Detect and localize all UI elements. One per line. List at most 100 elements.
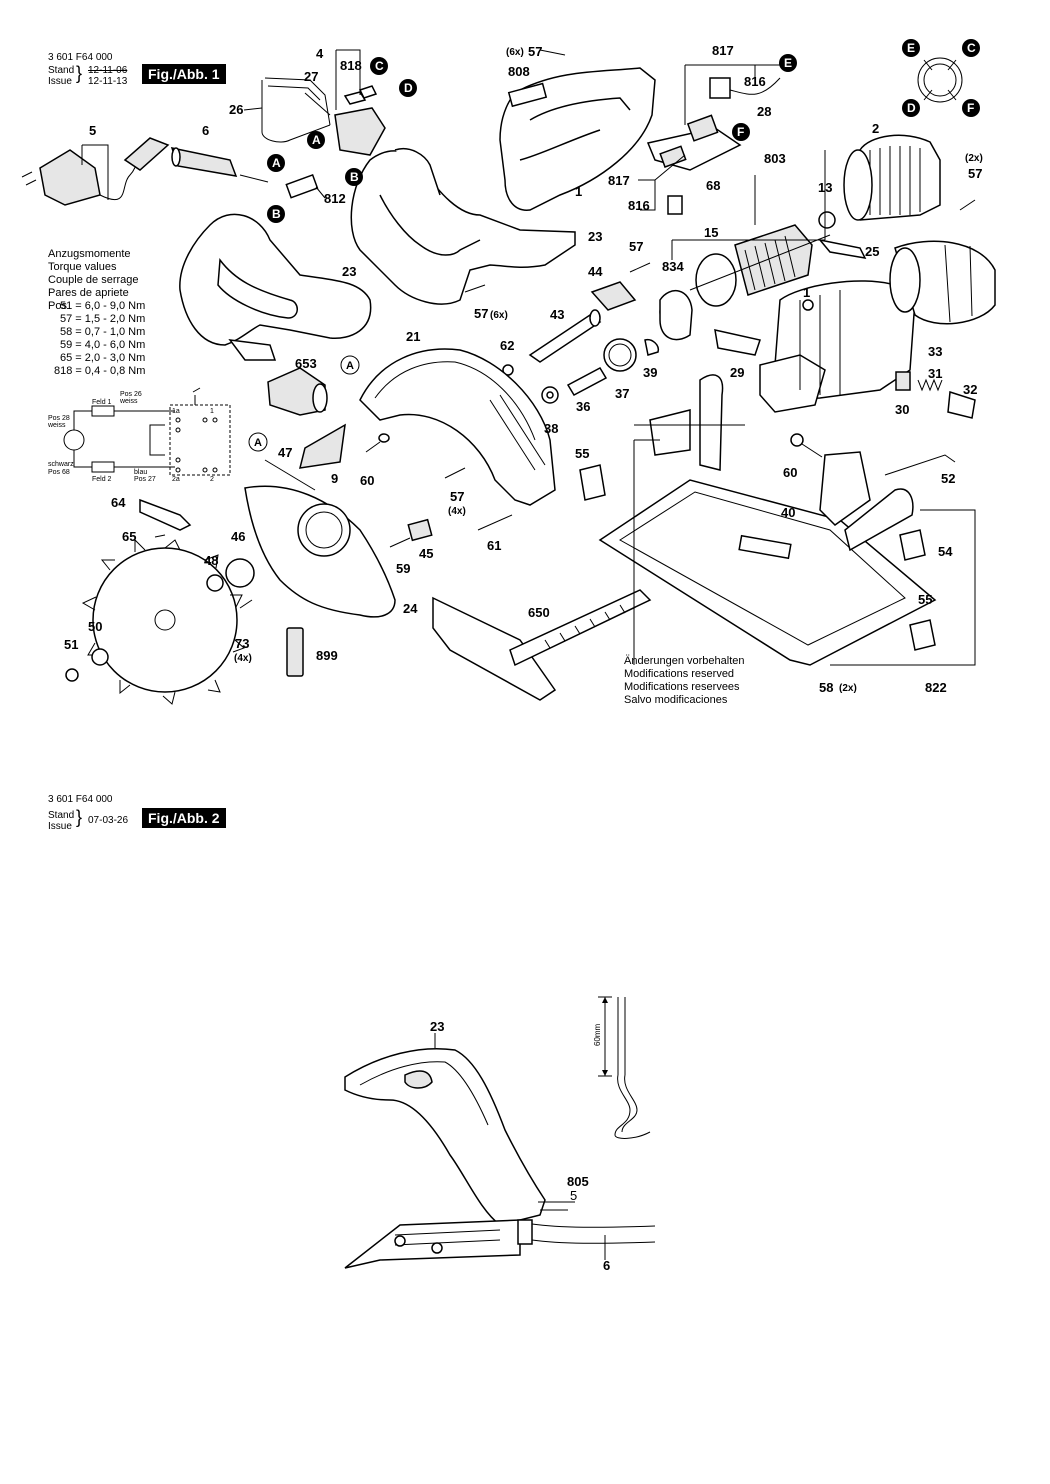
fig2-cable-bend-detail: [598, 996, 651, 1139]
fig2-handle-detail: [344, 1033, 656, 1269]
callout-816: 816: [628, 198, 650, 213]
torque-value: 818 = 0,4 - 0,8 Nm: [54, 365, 146, 377]
screw: [365, 433, 390, 453]
callout-817: 817: [608, 173, 630, 188]
brace-fig2: }: [76, 807, 83, 827]
wiring-feld1: Feld 1: [92, 399, 112, 406]
torque-line: Torque values: [48, 261, 117, 273]
cord-sleeve: [170, 147, 238, 177]
wiring-feld2: Feld 2: [92, 476, 112, 483]
callout-57: 57: [528, 44, 542, 59]
modifications-line: Modifications reservees: [624, 681, 740, 693]
callout-60: 60: [360, 473, 374, 488]
base-plate: [598, 479, 937, 666]
callout-25: 25: [865, 244, 879, 259]
marker-b: B: [350, 170, 359, 184]
callout-31: 31: [928, 366, 942, 381]
callout-57: 57: [474, 306, 488, 321]
torque-value: 65 = 2,0 - 3,0 Nm: [60, 352, 146, 364]
marker-a: A: [312, 133, 321, 147]
brush-ring: [917, 57, 963, 103]
marker-a: A: [272, 156, 281, 170]
callout-64: 64: [111, 495, 126, 510]
callout-qty-6x: (6x): [490, 310, 508, 321]
motor-cap: [889, 240, 996, 325]
label-plate: [298, 423, 346, 469]
callout-650: 650: [528, 605, 550, 620]
marker-f: F: [967, 101, 974, 115]
handle-left: [179, 213, 372, 361]
callout-4: 4: [316, 46, 324, 61]
callout-39: 39: [643, 365, 657, 380]
modifications-line: Modifications reserved: [624, 668, 735, 680]
wiring-t1a: 1a: [172, 408, 180, 415]
callout-qty-4x: (4x): [448, 506, 466, 517]
callout-28: 28: [757, 104, 771, 119]
callout-37: 37: [615, 386, 629, 401]
callout-24: 24: [403, 601, 418, 616]
callout-817: 817: [712, 43, 734, 58]
callout-qty-4x: (4x): [234, 653, 252, 664]
marker-f: F: [737, 125, 744, 139]
callout-50: 50: [88, 619, 102, 634]
callout-15: 15: [704, 225, 718, 240]
fig2-callout-23: 23: [430, 1019, 444, 1034]
marker-a-outline: A: [254, 437, 262, 449]
callout-61: 61: [487, 538, 501, 553]
issue-date: 12-11-13: [88, 76, 128, 87]
callout-13: 13: [818, 180, 832, 195]
callout-1: 1: [803, 285, 810, 300]
fig2-callout-5: 5: [570, 1188, 577, 1203]
callout-6: 6: [202, 123, 209, 138]
small-parts: [154, 199, 976, 609]
stand-label-fig2: Stand: [48, 810, 75, 821]
torque-value: 58 = 0,7 - 1,0 Nm: [60, 326, 146, 338]
callout-29: 29: [730, 365, 744, 380]
callout-32: 32: [963, 382, 977, 397]
reference-markers: C D A A B B E F E C D F: [267, 39, 980, 223]
handle-center: [350, 148, 576, 305]
callout-47: 47: [278, 445, 292, 460]
fig2-callout-6: 6: [603, 1258, 610, 1273]
torque-value: 59 = 4,0 - 6,0 Nm: [60, 339, 146, 351]
stand-date: 12-11-06: [88, 65, 128, 76]
switch: [285, 85, 386, 199]
stand-label: Stand: [48, 65, 75, 76]
callout-2: 2: [872, 121, 879, 136]
modifications-note: Änderungen vorbehalten Modifications res…: [624, 655, 744, 707]
power-cord: [21, 137, 170, 206]
wiring-pos26: Pos 26: [120, 391, 142, 398]
wiring-pos27: Pos 27: [134, 476, 156, 483]
marker-e: E: [907, 41, 915, 55]
callout-qty-2x: (2x): [965, 153, 983, 164]
dust-adapter: [267, 367, 328, 416]
callout-33: 33: [928, 344, 942, 359]
gear-housing: [759, 280, 916, 413]
drive-parts: [502, 281, 660, 404]
callout-30: 30: [895, 402, 909, 417]
torque-line: Pares de apriete: [48, 287, 129, 299]
fig2-dimension-60mm: 60mm: [593, 1023, 602, 1046]
stator: [818, 134, 941, 259]
torque-line: Anzugsmomente: [48, 248, 131, 260]
callout-57: 57: [629, 239, 643, 254]
callout-803: 803: [764, 151, 786, 166]
callout-808: 808: [508, 64, 530, 79]
callout-58: 58: [819, 680, 833, 695]
torque-value: 57 = 1,5 - 2,0 Nm: [60, 313, 146, 325]
callout-52: 52: [941, 471, 955, 486]
fig2-callout-805: 805: [567, 1174, 589, 1189]
wiring-t1: 1: [210, 408, 214, 415]
callout-822: 822: [925, 680, 947, 695]
spindle-lock: [895, 371, 976, 419]
callout-55: 55: [918, 592, 932, 607]
ring: [225, 558, 255, 588]
cable-holder: [261, 77, 331, 143]
callout-54: 54: [938, 544, 953, 559]
issue-label-fig2: Issue: [48, 821, 72, 832]
callout-44: 44: [588, 264, 603, 279]
callout-23: 23: [342, 264, 356, 279]
figure-title: Fig./Abb. 1: [142, 64, 226, 84]
callout-65: 65: [122, 529, 136, 544]
wiring-schwarz: schwarz: [48, 461, 74, 468]
